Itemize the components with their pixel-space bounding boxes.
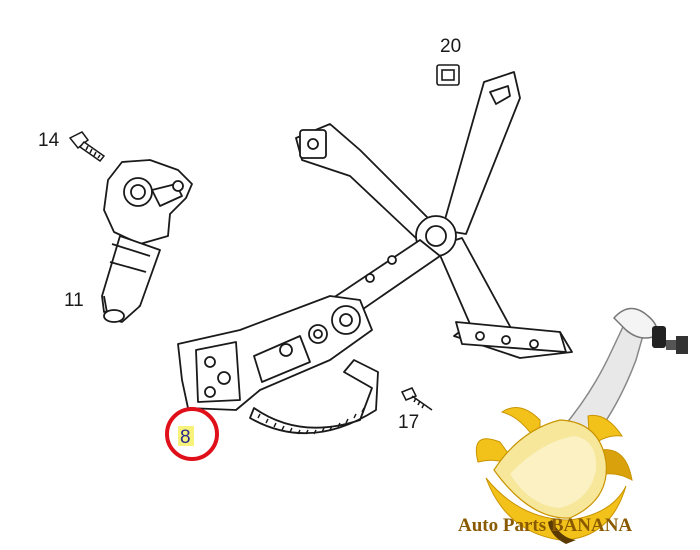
brand-logo: Auto Parts BANANA [458, 307, 688, 544]
banana-logo-icon [475, 407, 633, 544]
highlight-part-8: 8 [165, 407, 219, 461]
regulator-assembly [177, 71, 573, 435]
part-14-screw [68, 131, 106, 163]
callout-8: 8 [180, 427, 191, 448]
callout-17: 17 [398, 412, 419, 433]
callout-11: 11 [64, 290, 84, 311]
part-20-clip [436, 64, 460, 86]
highlight-circle [165, 407, 219, 461]
callout-14: 14 [38, 130, 60, 151]
part-11-motor [101, 159, 193, 323]
part-17-screw [400, 387, 433, 411]
brand-logo-text: Auto Parts BANANA [458, 515, 632, 536]
highlight-marker [178, 426, 194, 446]
callout-20: 20 [440, 36, 461, 57]
